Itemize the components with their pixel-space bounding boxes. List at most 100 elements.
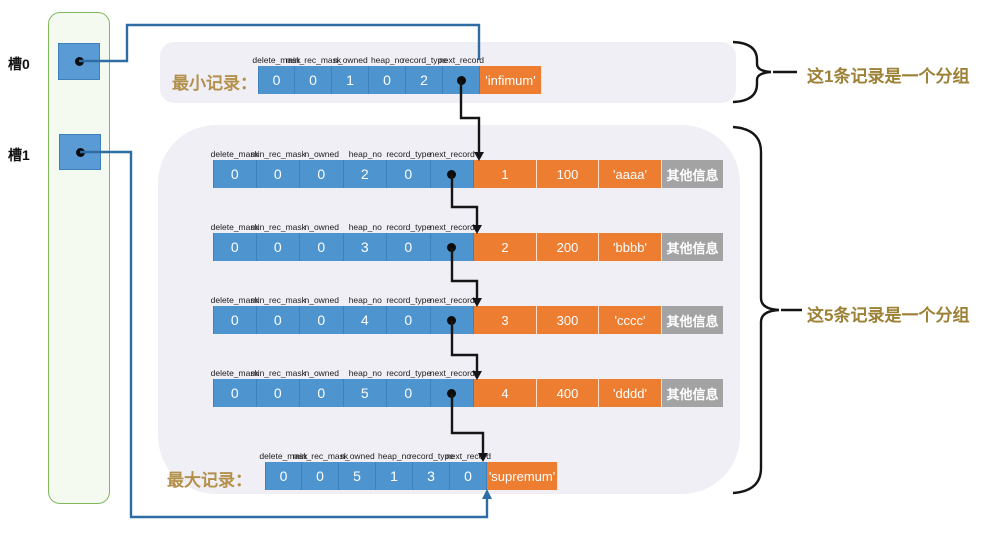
slot-1-box: [59, 134, 101, 170]
payload-cell: 2: [474, 233, 537, 261]
field-header: min_rec_mask: [250, 222, 306, 232]
field-value-cell: 0: [300, 233, 344, 261]
payload-cell: 200: [537, 233, 599, 261]
payload-cell: 300: [537, 306, 599, 334]
field-header: min_rec_mask: [250, 149, 306, 159]
next-record-pointer-cell: [430, 306, 474, 334]
field-value-cell: 0: [387, 379, 431, 407]
next-record-pointer-dot: [447, 388, 457, 398]
group1-annotation: 这1条记录是一个分组: [807, 67, 970, 86]
field-value-cell: 0: [213, 306, 257, 334]
field-header: next_record: [429, 149, 475, 159]
field-value-cell: 0: [213, 233, 257, 261]
field-header: heap_no: [348, 149, 382, 159]
next-record-pointer-cell: [443, 66, 480, 94]
next-record-pointer-dot: [447, 169, 457, 179]
field-header: heap_no: [348, 368, 382, 378]
payload-cell: 'cccc': [599, 306, 662, 334]
payload-cell: 'infimum': [480, 66, 542, 94]
field-header: record_type: [402, 55, 447, 65]
field-value-cell: 0: [302, 462, 339, 490]
slot-0-label: 槽0: [8, 56, 30, 72]
slot-0-box: [58, 43, 100, 80]
field-value-cell: 0: [369, 66, 406, 94]
field-header: record_type: [386, 368, 432, 378]
field-header: min_rec_mask: [285, 55, 342, 65]
field-value-cell: 0: [387, 306, 431, 334]
field-value-cell: 0: [265, 462, 302, 490]
field-value-cell: 0: [256, 306, 300, 334]
field-value-cell: 0: [387, 160, 431, 188]
field-value-cell: 2: [406, 66, 443, 94]
next-record-pointer-dot: [447, 315, 457, 325]
field-value-cell: 0: [387, 233, 431, 261]
min-record-caption: 最小记录：: [172, 74, 257, 93]
field-value-cell: 0: [256, 379, 300, 407]
payload-cell: 'bbbb': [599, 233, 662, 261]
group1-brace: [732, 40, 772, 104]
page-directory-panel: [48, 12, 110, 504]
payload-cell: 400: [537, 379, 599, 407]
field-value-cell: 0: [213, 379, 257, 407]
field-value-cell: 0: [258, 66, 295, 94]
field-header: n_owned: [304, 149, 339, 159]
slot-1-label: 槽1: [8, 147, 30, 163]
field-header: n_owned: [304, 368, 339, 378]
payload-cell: 100: [537, 160, 599, 188]
field-header: record_type: [386, 222, 432, 232]
field-header: next_record: [429, 222, 475, 232]
field-value-cell: 0: [295, 66, 332, 94]
field-header: n_owned: [333, 55, 368, 65]
max-record-caption: 最大记录：: [167, 471, 252, 490]
group2-annotation: 这5条记录是一个分组: [807, 306, 970, 325]
slot-0-pointer-dot: [74, 57, 84, 66]
field-header: heap_no: [370, 55, 405, 65]
payload-cell: 4: [474, 379, 537, 407]
next-record-pointer-cell: [430, 233, 474, 261]
field-value-cell: 0: [256, 160, 300, 188]
field-header: next_record: [429, 295, 475, 305]
field-value-cell: 5: [343, 379, 387, 407]
field-header: next_record: [446, 451, 491, 461]
payload-cell: 其他信息: [662, 379, 723, 407]
field-header: n_owned: [340, 451, 375, 461]
payload-cell: 'aaaa': [599, 160, 662, 188]
field-header: record_type: [386, 295, 432, 305]
field-header: n_owned: [304, 295, 339, 305]
slot-1-pointer-dot: [75, 147, 85, 157]
field-value-cell: 0: [256, 233, 300, 261]
field-header: record_type: [409, 451, 454, 461]
next-record-pointer-cell: [430, 379, 474, 407]
field-value-cell: 0: [300, 306, 344, 334]
payload-cell: 'supremum': [487, 462, 558, 490]
field-header: next_record: [439, 55, 484, 65]
field-value-cell: 5: [339, 462, 376, 490]
field-value-cell: 2: [343, 160, 387, 188]
field-header: record_type: [386, 149, 432, 159]
field-value-cell: 0: [300, 379, 344, 407]
field-value-cell: 1: [332, 66, 369, 94]
field-value-cell: 0: [450, 462, 487, 490]
next-record-pointer-dot: [456, 75, 466, 85]
field-header: min_rec_mask: [292, 451, 349, 461]
field-value-cell: 0: [213, 160, 257, 188]
field-value-cell: 1: [376, 462, 413, 490]
field-header: next_record: [429, 368, 475, 378]
field-value-cell: 3: [413, 462, 450, 490]
field-value-cell: 4: [343, 306, 387, 334]
payload-cell: 'dddd': [599, 379, 662, 407]
field-header: heap_no: [377, 451, 412, 461]
next-record-pointer-dot: [447, 242, 457, 252]
payload-cell: 其他信息: [662, 306, 723, 334]
field-header: heap_no: [348, 222, 382, 232]
field-header: n_owned: [304, 222, 339, 232]
payload-cell: 其他信息: [662, 160, 723, 188]
payload-cell: 其他信息: [662, 233, 723, 261]
